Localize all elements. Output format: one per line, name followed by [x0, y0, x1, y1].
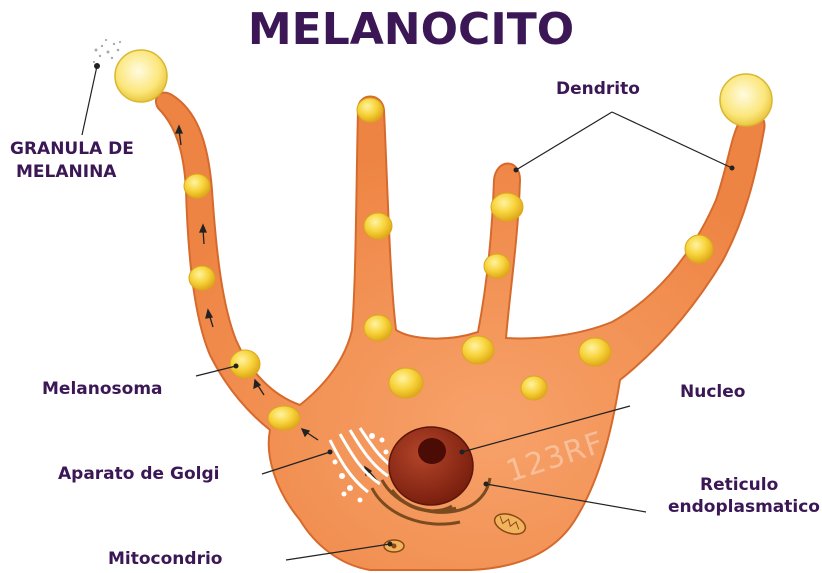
- nucleolus: [418, 438, 446, 464]
- diagram-title: MELANOCITO: [0, 4, 822, 55]
- label-nucleo: Nucleo: [680, 381, 745, 403]
- label-dendrito: Dendrito: [556, 78, 640, 100]
- label-reticulo-line2: endoplasmatico: [668, 496, 820, 518]
- label-melanosoma: Melanosoma: [42, 378, 163, 400]
- label-reticulo-line1: Reticulo: [700, 474, 778, 496]
- tip-vesicle-right: [720, 74, 772, 126]
- label-mitocondrio: Mitocondrio: [108, 548, 222, 570]
- label-granula-line1: GRANULA DE: [10, 138, 134, 160]
- tip-vesicle-left: [115, 50, 167, 102]
- label-granula-line2: MELANINA: [16, 161, 116, 183]
- label-golgi: Aparato de Golgi: [58, 463, 219, 485]
